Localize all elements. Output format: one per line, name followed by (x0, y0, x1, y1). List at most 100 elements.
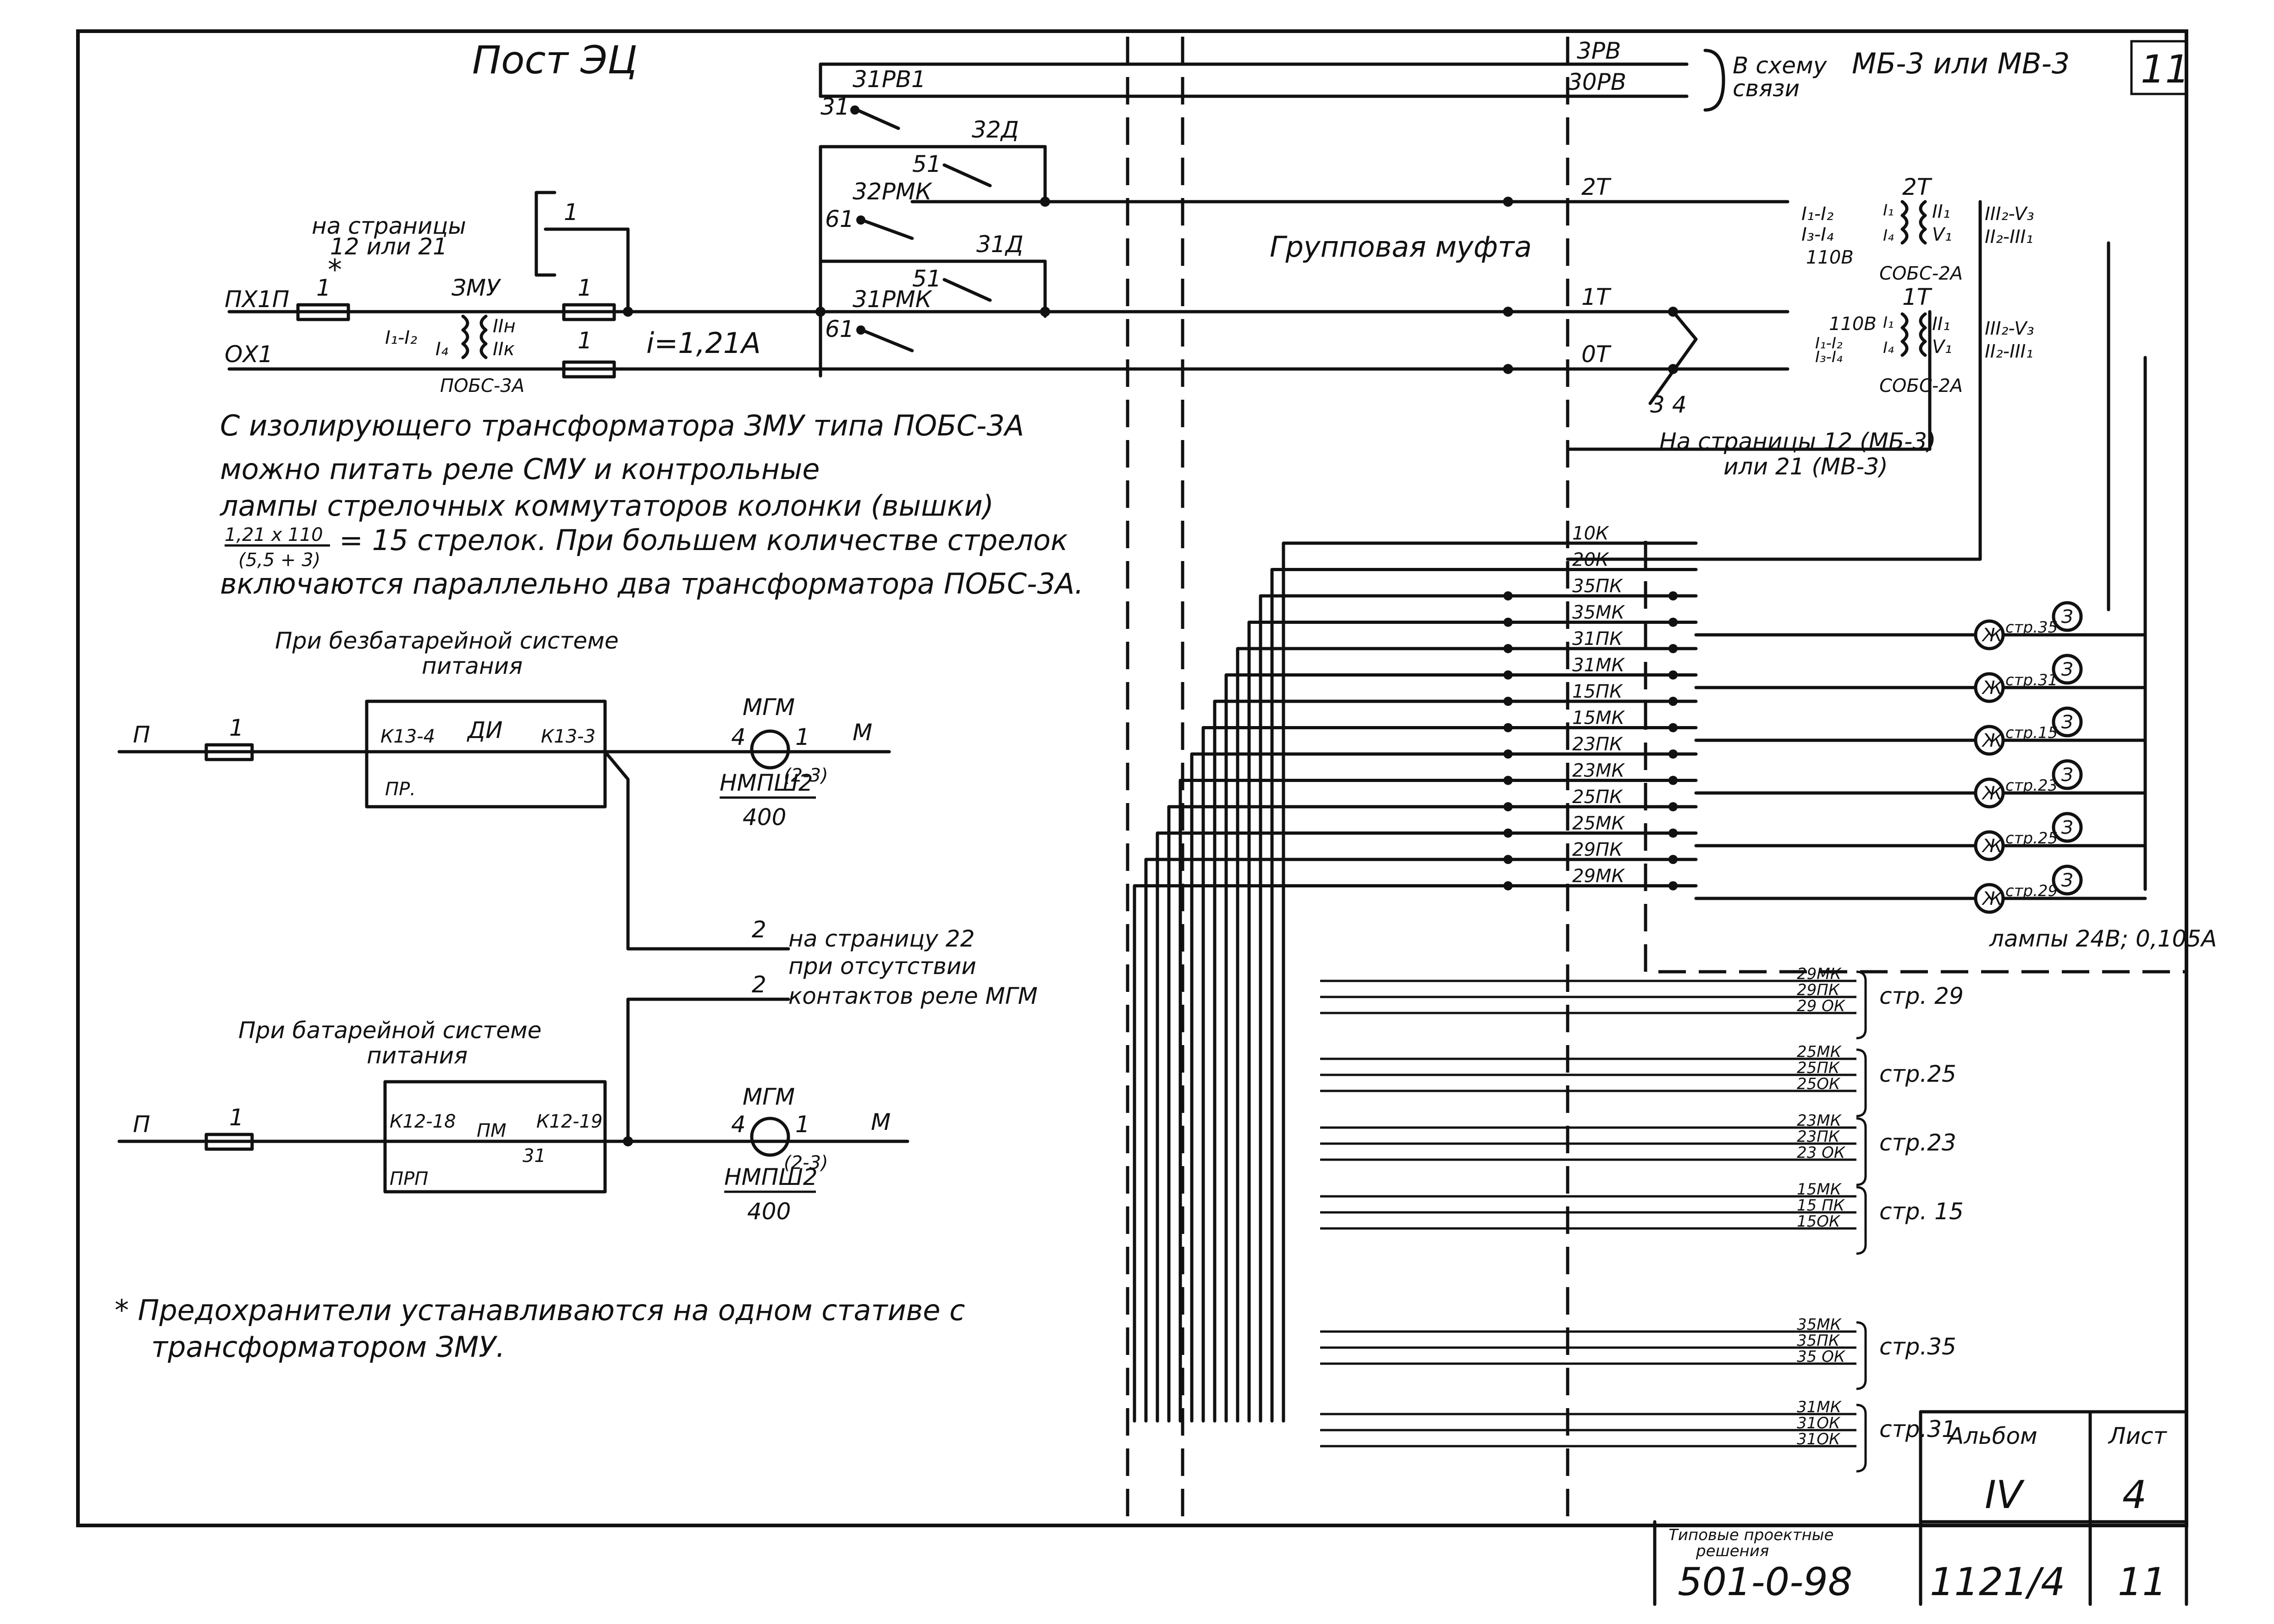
relay-label-61a: 61 (825, 206, 854, 232)
lamp-z-icon (2052, 601, 2083, 632)
page22-num2: 2 (752, 971, 766, 998)
coupling-wire (1213, 699, 1698, 1423)
t2-winding-1: II₁ (1932, 201, 1950, 222)
t1-primary-1: 110В (1829, 314, 1877, 335)
feed-2t (1566, 200, 1982, 561)
coupling-wire-label: 25МК (1572, 813, 1625, 834)
junction-dot (1668, 802, 1678, 811)
drawing-frame (76, 29, 2188, 1527)
relay-label-31d: 31Д (976, 231, 1024, 258)
t2-tag-1: I₁ (1883, 201, 1894, 220)
typical-solutions-2: решения (1696, 1542, 1769, 1560)
lamp-z-icon (2052, 654, 2083, 685)
terminal-wire-label: 23МК (1797, 1112, 1842, 1130)
junction-dot (1503, 802, 1513, 811)
coupling-wire (1247, 621, 1698, 1423)
lamp-symbol: Ж (1981, 677, 2003, 699)
relay-label-61b: 61 (825, 316, 854, 342)
fuse-3-label: 1 (578, 327, 592, 354)
lamp-symbol-z: З (2061, 817, 2073, 838)
terminal-wire-label: 35МК (1797, 1316, 1842, 1334)
current-label: i=1,21А (646, 326, 761, 360)
fuse-label-top: 1 (564, 199, 578, 226)
zmu-winding-i: I₁-I₂ (385, 327, 417, 348)
terminal-wire-label: 23ПК (1797, 1128, 1840, 1146)
coupling-wire-label: 23МК (1572, 760, 1625, 782)
lamp-symbol: Ж (1981, 783, 2003, 804)
junction-dot (1668, 723, 1678, 732)
terminal-wire-label: 25МК (1797, 1043, 1842, 1061)
junction-dot (1668, 697, 1678, 706)
album-value: IV (1985, 1472, 2025, 1517)
battery-nmpsh: НМПШ2 (724, 1164, 818, 1190)
t2-type: СОБС-2А (1879, 263, 1963, 284)
line-oxi: ОХ1 (225, 341, 273, 368)
terminal-wire-label: 31МК (1797, 1398, 1842, 1416)
junction-dot (1668, 776, 1678, 785)
battery-panel (383, 1080, 607, 1194)
lamp-panel: ЖЗстр.35ЖЗстр.31ЖЗстр.15ЖЗстр.23ЖЗстр.25… (1694, 601, 2147, 914)
terminal-wire-label: 15ОК (1797, 1212, 1841, 1231)
group-brace (1856, 1117, 1867, 1186)
battery-title-1: При батарейной системе (238, 1017, 541, 1044)
coupling-wire-label: 15ПК (1572, 681, 1623, 702)
fuse-1-label: 1 (316, 275, 331, 301)
coupling-wire-label: 29МК (1572, 866, 1625, 887)
bus-label-30rv: 30РВ (1568, 69, 1626, 95)
junction-dot (1668, 644, 1678, 653)
t1-sec-2: II₂-III₁ (1985, 341, 2033, 362)
terminal-wire-label: 29ПК (1797, 981, 1840, 999)
feed-1t (1566, 310, 1932, 451)
group-brace (1856, 1186, 1867, 1255)
junction-dot (1503, 828, 1513, 838)
lamp-symbol-z: З (2061, 659, 2073, 680)
junction-dot (1503, 697, 1513, 706)
t1-label: 1Т (1902, 284, 1933, 310)
project-code: 501-0-98 (1678, 1559, 1852, 1604)
battery-mgm-pin1: 1 (795, 1111, 810, 1138)
group-label: стр. 15 (1879, 1198, 1964, 1225)
batteryless-fuse-label: 1 (229, 715, 244, 741)
junction-dot (1503, 881, 1513, 891)
coupling-wire-label: 29ПК (1572, 839, 1623, 860)
battery-m: М (871, 1109, 891, 1135)
junction-dot (1503, 591, 1513, 600)
fuse-3 (562, 360, 616, 379)
relay-label-31rv1: 31РВ1 (853, 66, 926, 93)
junction-dot (1503, 670, 1513, 680)
zmu-winding-i4: I₄ (435, 339, 448, 360)
group-brace (1856, 970, 1867, 1040)
relay-label-31rmk: 31РМК (853, 286, 933, 313)
terminal-wire-label: 25ПК (1797, 1059, 1840, 1077)
coupling-wires: 10К20К35ПК35МК31ПК31МК15ПК15МК23ПК23МК25… (1133, 200, 2186, 1423)
pages-ref-top-2: 12 или 21 (330, 233, 447, 260)
coupling-wire (1270, 568, 1698, 1423)
lamp-symbol-z: З (2061, 765, 2073, 786)
battery-fuse-label: 1 (229, 1104, 244, 1131)
junction-dot (1668, 617, 1678, 627)
terminal-wire-label: 29 ОК (1797, 997, 1846, 1015)
t1-tag-1: I₁ (1883, 314, 1894, 332)
coupling-wire-label: 31ПК (1572, 628, 1623, 650)
line-pkhip: ПХ1П (225, 286, 289, 313)
t2-primary-1: I₁-I₂ (1801, 204, 1834, 225)
terminal-wire-label: 23 ОК (1797, 1144, 1846, 1162)
note-line-5: включаются параллельно два трансформатор… (220, 567, 1084, 600)
group-label: стр.25 (1879, 1061, 1956, 1087)
coupling-wire-label: 35МК (1572, 602, 1625, 623)
lamp-symbol: Ж (1981, 625, 2003, 646)
battery-k-right: К12-19 (536, 1111, 603, 1132)
zmu-winding-iik: IIк (493, 339, 515, 360)
lamp-z-icon (2052, 864, 2083, 896)
zmu-label: ЗМУ (451, 275, 501, 301)
fuse-2-label: 1 (578, 275, 592, 301)
coupling-wire (1133, 884, 1698, 1423)
footnote-2: трансформатором ЗМУ. (151, 1330, 505, 1364)
pages-ref-mid-nums: 3 4 (1650, 391, 1687, 418)
group-brace (1856, 1048, 1867, 1118)
junction-dot (1503, 617, 1513, 627)
t1-type: СОБС-2А (1879, 375, 1963, 396)
note-line-1: С изолирующего трансформатора ЗМУ типа П… (220, 409, 1024, 442)
batteryless-m: М (853, 719, 872, 746)
note-line-4: = 15 стрелок. При большем количестве стр… (339, 523, 1068, 557)
